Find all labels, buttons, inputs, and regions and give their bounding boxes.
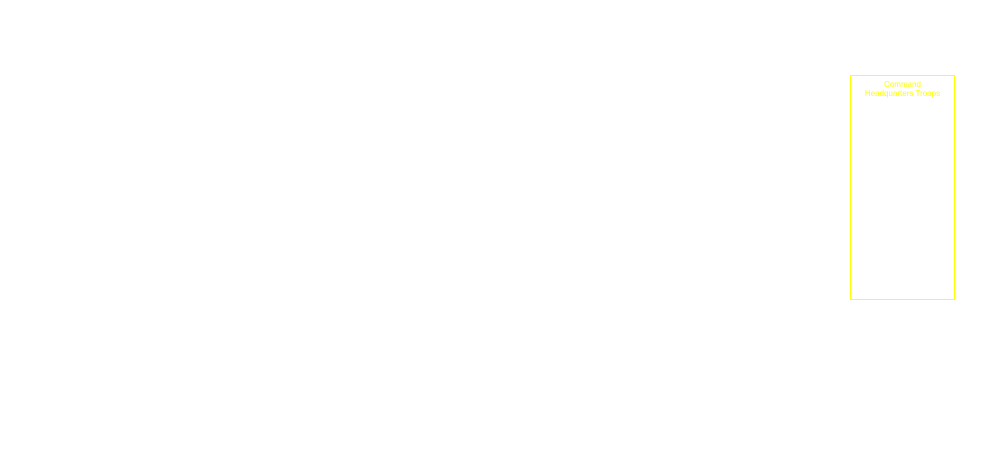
unit-title-line-2: Headquarters Troops bbox=[864, 89, 941, 98]
unit-title: Command Headquarters Troops bbox=[851, 80, 954, 98]
unit-box-command-headquarters-troops: Command Headquarters Troops bbox=[850, 75, 955, 300]
unit-title-line-1: Command bbox=[884, 80, 921, 89]
